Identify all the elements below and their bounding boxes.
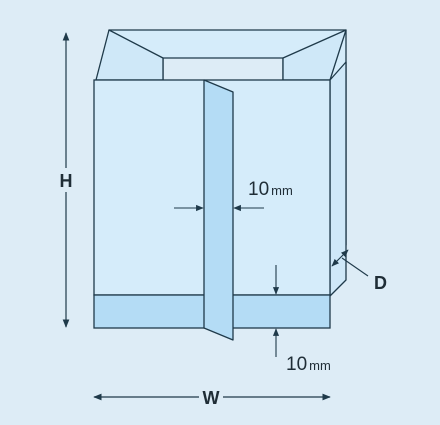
depth-leader-line: [341, 257, 369, 277]
depth-label: D: [374, 273, 387, 293]
depth-dimension-line: [331, 249, 349, 267]
width-label-bg: [199, 386, 223, 408]
width-label: W: [203, 388, 220, 408]
side-depth-panel: [329, 61, 347, 297]
height-label-bg: [56, 168, 76, 192]
height-label: H: [60, 171, 73, 191]
back-seam: [203, 79, 234, 341]
